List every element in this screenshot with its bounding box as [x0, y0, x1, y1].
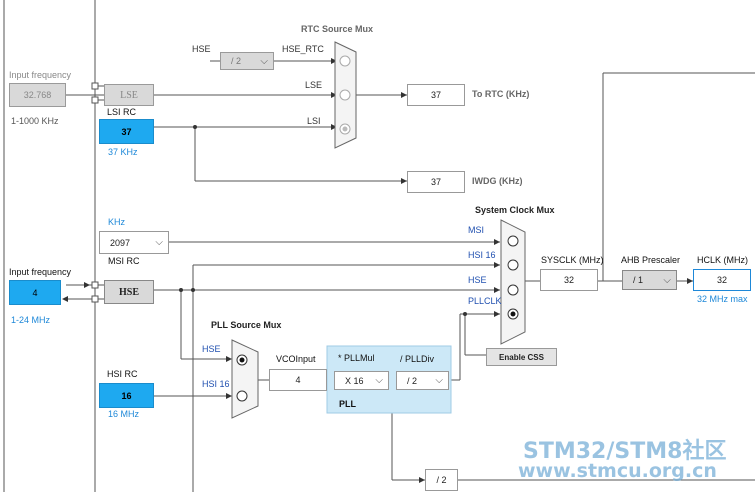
- ahb-prescaler-select[interactable]: / 1 ⌵: [622, 270, 677, 290]
- pll-div-value: / 2: [407, 375, 418, 386]
- rtc-hse-divider-value: / 2: [231, 56, 242, 66]
- sys-mux-hsi16-label: HSI 16: [468, 250, 496, 260]
- rtc-lsi-label: LSI: [307, 116, 321, 126]
- hse-input-frequency-field[interactable]: 4: [9, 280, 61, 305]
- sys-mux-hse-label: HSE: [468, 275, 487, 285]
- chevron-down-icon: ⌵: [663, 274, 671, 286]
- sysclk-value[interactable]: 32: [540, 269, 598, 291]
- pll-div-select[interactable]: / 2 ⌵: [396, 371, 449, 390]
- pll-mux-hsi16-label: HSI 16: [202, 379, 230, 389]
- hsi-rc-label: HSI RC: [107, 369, 138, 379]
- msi-frequency-select[interactable]: 2097 ⌵: [99, 231, 169, 254]
- pll-mul-select[interactable]: X 16 ⌵: [334, 371, 389, 390]
- rtc-mux-title: RTC Source Mux: [301, 24, 374, 34]
- bottom-divider-value[interactable]: / 2: [425, 469, 458, 491]
- rtc-hse-divider-select[interactable]: / 2 ⌵: [220, 52, 274, 70]
- lse-input-frequency-field[interactable]: 32.768: [9, 83, 66, 107]
- ahb-prescaler-label: AHB Prescaler: [621, 255, 681, 265]
- rtc-hse-label: HSE: [192, 44, 211, 54]
- watermark-url: www.stmcu.org.cn: [518, 460, 717, 482]
- pll-mux-hse-label: HSE: [202, 344, 221, 354]
- pll-mul-label: * PLLMul: [338, 353, 375, 363]
- msi-frequency-value: 2097: [110, 237, 131, 248]
- sys-mux-pllclk-label: PLLCLK: [468, 296, 502, 306]
- iwdg-label: IWDG (KHz): [472, 176, 523, 186]
- sysclk-label: SYSCLK (MHz): [541, 255, 604, 265]
- hse-oscillator-box[interactable]: HSE: [104, 280, 154, 304]
- hclk-label: HCLK (MHz): [697, 255, 748, 265]
- watermark-title: STM32/STM8社区: [523, 439, 727, 464]
- lse-oscillator-box[interactable]: LSE: [104, 84, 154, 106]
- lse-input-range: 1-1000 KHz: [11, 116, 59, 126]
- lsi-rc-value[interactable]: 37: [99, 119, 154, 144]
- pll-mul-value: X 16: [345, 375, 364, 386]
- hclk-max: 32 MHz max: [697, 294, 748, 304]
- hclk-value[interactable]: 32: [693, 269, 751, 291]
- hse-input-range: 1-24 MHz: [11, 315, 51, 325]
- iwdg-value[interactable]: 37: [407, 171, 465, 193]
- vco-input-value[interactable]: 4: [269, 369, 327, 391]
- chevron-down-icon: ⌵: [155, 237, 163, 248]
- lsi-rc-freq: 37 KHz: [108, 147, 138, 157]
- pll-source-mux-title: PLL Source Mux: [211, 320, 282, 330]
- chevron-down-icon: ⌵: [375, 375, 383, 386]
- sys-mux-msi-label: MSI: [468, 225, 485, 235]
- ahb-prescaler-value: / 1: [633, 275, 644, 285]
- pll-div-label: / PLLDiv: [400, 354, 435, 364]
- hse-input-frequency-label: Input frequency: [9, 267, 72, 277]
- lsi-rc-label: LSI RC: [107, 107, 137, 117]
- to-rtc-label: To RTC (KHz): [472, 89, 530, 99]
- chevron-down-icon: ⌵: [435, 375, 443, 386]
- msi-unit-label: KHz: [108, 217, 126, 227]
- msi-rc-label: MSI RC: [108, 256, 140, 266]
- pll-block-label: PLL: [339, 399, 356, 409]
- lse-input-frequency-label: Input frequency: [9, 70, 72, 80]
- enable-css-button[interactable]: Enable CSS: [486, 348, 557, 366]
- rtc-hse-rtc-label: HSE_RTC: [282, 44, 324, 54]
- system-clock-mux-title: System Clock Mux: [475, 205, 555, 215]
- rtc-lse-label: LSE: [305, 80, 323, 90]
- to-rtc-value[interactable]: 37: [407, 84, 465, 106]
- chevron-down-icon: ⌵: [260, 55, 268, 67]
- vco-input-label: VCOInput: [276, 354, 316, 364]
- hsi-rc-freq: 16 MHz: [108, 409, 140, 419]
- hsi-rc-value[interactable]: 16: [99, 383, 154, 408]
